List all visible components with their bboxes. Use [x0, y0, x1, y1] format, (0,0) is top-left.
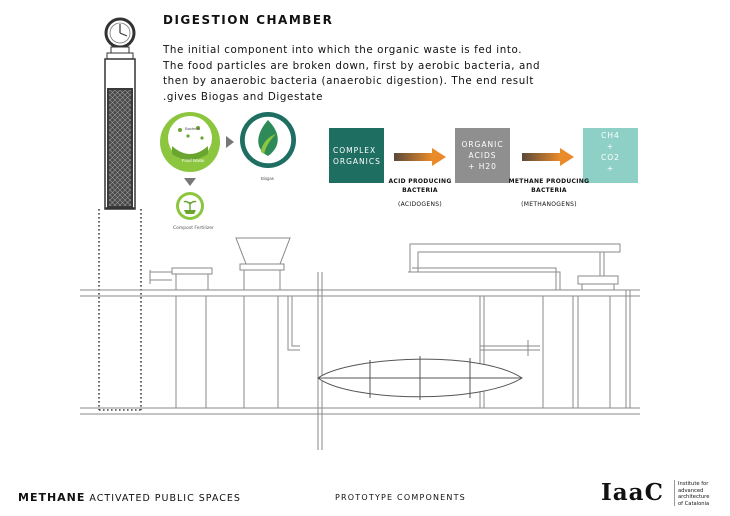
pressure-gauge-icon — [104, 17, 136, 60]
logo-divider — [674, 480, 675, 506]
box-line: COMPLEX — [333, 145, 377, 155]
box-line: + — [606, 142, 615, 151]
complex-organics-box: COMPLEX ORGANICS — [329, 128, 384, 183]
box-line: ORGANICS — [333, 156, 381, 166]
arrow-down-icon — [184, 178, 196, 186]
step-sub: (METHANOGENS) — [521, 201, 577, 208]
step-label-line: ACID PRODUCING — [388, 178, 452, 185]
description: The initial component into which the org… — [163, 43, 663, 105]
box-line: ACIDS — [468, 151, 497, 160]
organic-acids-box: ORGANIC ACIDS + H20 — [455, 128, 510, 183]
page-title: DIGESTION CHAMBER — [163, 13, 334, 27]
project-title-bold: METHANE — [18, 491, 86, 504]
institute-line: Institute for — [678, 481, 709, 487]
compost-icon — [176, 192, 204, 220]
box-line: ORGANIC — [461, 140, 504, 149]
section-title: PROTOTYPE COMPONENTS — [335, 493, 466, 502]
biogas-label: Biogas — [261, 176, 274, 181]
icon-cluster: Bacteria Food Waste Biogas — [160, 112, 296, 220]
biogas-leaf-icon — [240, 112, 296, 168]
food-waste-label: Food Waste — [182, 158, 205, 163]
project-title-rest: ACTIVATED PUBLIC SPACES — [85, 493, 241, 504]
platform-structure — [80, 237, 640, 450]
compost-label: Compost Fertilizer — [173, 226, 214, 231]
institute-name: Institute for advanced architecture of C… — [678, 481, 709, 507]
box-line: + H20 — [468, 162, 497, 171]
bacteria-label: Bacteria — [185, 126, 200, 131]
institute-line: architecture — [678, 494, 710, 501]
arrow-right-icon — [394, 148, 446, 166]
step-label-line: BACTERIA — [531, 187, 567, 194]
step-sub: (ACIDOGENS) — [397, 201, 443, 208]
step-label-line: BACTERIA — [402, 187, 438, 194]
description-line: .gives Biogas and Digestate — [163, 90, 324, 103]
arrow-right-icon — [226, 136, 234, 148]
box-line: CH4 — [601, 131, 620, 140]
project-title: METHANE ACTIVATED PUBLIC SPACES — [18, 491, 241, 504]
underground-column — [98, 209, 142, 411]
description-line: The food particles are broken down, firs… — [163, 59, 541, 72]
arrow-right-icon — [522, 148, 574, 166]
description-line: The initial component into which the org… — [163, 44, 523, 56]
description-line: then by anaerobic bacteria (anaerobic di… — [163, 75, 534, 87]
box-line: CO2 — [601, 153, 620, 162]
food-waste-icon — [160, 112, 220, 172]
iaac-logo: IaaC — [601, 479, 664, 506]
institute-line: advanced — [678, 487, 704, 494]
step-label-line: METHANE PRODUCING — [508, 178, 590, 185]
gas-bag — [317, 356, 523, 400]
ch4-co2-box: CH4 + CO2 + — [583, 128, 638, 183]
institute-line: of Catalonia — [678, 500, 710, 507]
digestion-column — [104, 58, 136, 210]
step1-label: ACID PRODUCING BACTERIA (ACIDOGENS) — [380, 177, 460, 209]
box-line: + — [606, 164, 615, 173]
step2-label: METHANE PRODUCING BACTERIA (METHANOGENS) — [504, 177, 594, 209]
